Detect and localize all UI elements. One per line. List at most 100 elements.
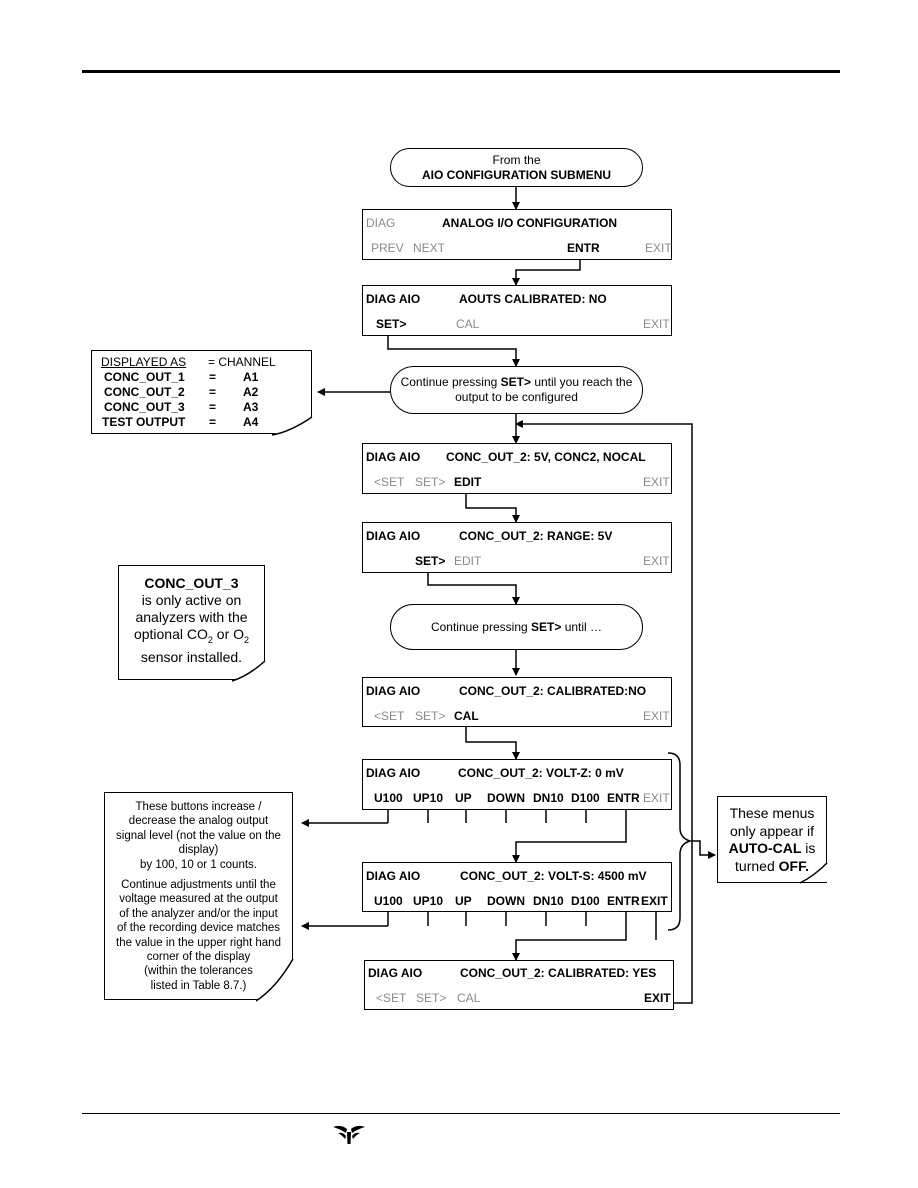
exit-button[interactable]: EXIT	[645, 241, 672, 255]
screen-title: CONC_OUT_2: CALIBRATED:NO	[459, 684, 647, 698]
note-title: CONC_OUT_3	[144, 575, 239, 591]
entr-button[interactable]: ENTR	[607, 894, 640, 908]
row-name: CONC_OUT_3	[104, 400, 185, 414]
up10-button[interactable]: UP10	[413, 894, 444, 908]
screen-title: CONC_OUT_2: CALIBRATED: YES	[460, 966, 657, 980]
screen-title: ANALOG I/O CONFIGURATION	[442, 216, 618, 230]
entr-button[interactable]: ENTR	[567, 241, 600, 255]
exit-button[interactable]: EXIT	[643, 475, 670, 489]
conc-out-3-note: CONC_OUT_3 is only active on analyzers w…	[118, 565, 265, 680]
note-line: (within the tolerances	[144, 965, 253, 978]
note-line: decrease the analog output	[128, 815, 269, 828]
set-next-button[interactable]: SET>	[376, 317, 407, 331]
buttons-explanation-note: These buttons increase / decrease the an…	[104, 792, 293, 1000]
pill-key: SET>	[500, 375, 531, 389]
exit-button[interactable]: EXIT	[643, 317, 670, 331]
col-displayed-as: DISPLAYED AS	[101, 355, 187, 369]
edit-button[interactable]: EDIT	[454, 475, 482, 489]
continue-pill-output: Continue pressing SET> until you reach t…	[390, 366, 643, 414]
set-prev-button[interactable]: <SET	[374, 475, 405, 489]
screen-mode: DIAG AIO	[366, 529, 421, 543]
screen-aouts-calibrated: DIAG AIO AOUTS CALIBRATED: NO SET> CAL E…	[362, 285, 672, 336]
row-name: TEST OUTPUT	[102, 415, 186, 429]
screen-mode: DIAG AIO	[366, 766, 421, 780]
pill-text: Continue pressing	[430, 620, 531, 634]
exit-button[interactable]: EXIT	[641, 894, 668, 908]
set-next-button[interactable]: SET>	[415, 554, 446, 568]
note-line: analyzers with the	[135, 609, 248, 625]
cal-button[interactable]: CAL	[454, 709, 479, 723]
next-button[interactable]: NEXT	[413, 241, 446, 255]
cal-button[interactable]: CAL	[456, 317, 480, 331]
col-channel-eq: = CHANNEL	[208, 355, 276, 369]
set-next-button[interactable]: SET>	[416, 991, 447, 1005]
footer-rule	[82, 1113, 840, 1114]
channel-table-note: DISPLAYED AS = CHANNEL CONC_OUT_1 = A1 C…	[91, 350, 312, 434]
row-channel: A1	[243, 370, 259, 384]
screen-mode: DIAG AIO	[366, 292, 421, 306]
screen-mode: DIAG	[366, 216, 396, 230]
up-button[interactable]: UP	[455, 894, 472, 908]
note-line: is only active on	[141, 592, 242, 608]
edit-button[interactable]: EDIT	[454, 554, 482, 568]
note-line: listed in Table 8.7.)	[150, 979, 247, 992]
row-channel: A4	[243, 415, 259, 429]
prev-button[interactable]: PREV	[371, 241, 404, 255]
subscript: 2	[244, 634, 250, 645]
dn10-button[interactable]: DN10	[533, 894, 564, 908]
set-next-button[interactable]: SET>	[415, 475, 446, 489]
u100-button[interactable]: U100	[374, 791, 403, 805]
note-line: These buttons increase /	[135, 801, 262, 813]
screen-conc-out-config: DIAG AIO CONC_OUT_2: 5V, CONC2, NOCAL <S…	[362, 443, 672, 494]
up-button[interactable]: UP	[455, 791, 472, 805]
exit-button[interactable]: EXIT	[644, 991, 671, 1005]
note-key: OFF.	[778, 857, 809, 874]
screen-volt-s: DIAG AIO CONC_OUT_2: VOLT-S: 4500 mV U10…	[362, 862, 672, 912]
start-line2: AIO CONFIGURATION SUBMENU	[421, 168, 612, 182]
row-name: CONC_OUT_2	[104, 385, 185, 399]
page-fold-icon	[232, 660, 266, 682]
screen-mode: DIAG AIO	[366, 684, 421, 698]
screen-calibrated-yes: DIAG AIO CONC_OUT_2: CALIBRATED: YES <SE…	[364, 960, 674, 1010]
exit-button[interactable]: EXIT	[643, 709, 670, 723]
page-fold-icon	[800, 862, 828, 884]
row-eq: =	[209, 415, 217, 429]
note-line: or O	[212, 626, 245, 642]
note-line: turned	[735, 857, 779, 874]
d100-button[interactable]: D100	[571, 894, 600, 908]
set-prev-button[interactable]: <SET	[374, 709, 405, 723]
exit-button[interactable]: EXIT	[643, 791, 670, 805]
note-line: signal level (not the value on the	[116, 829, 281, 842]
screen-volt-z: DIAG AIO CONC_OUT_2: VOLT-Z: 0 mV U100 U…	[362, 759, 672, 810]
exit-button[interactable]: EXIT	[643, 554, 670, 568]
start-pill: From the AIO CONFIGURATION SUBMENU	[390, 148, 643, 187]
screen-title: CONC_OUT_2: RANGE: 5V	[459, 529, 613, 543]
screen-calibrated-no: DIAG AIO CONC_OUT_2: CALIBRATED:NO <SET …	[362, 677, 672, 727]
note-line: of the recording device matches	[116, 922, 280, 935]
row-name: CONC_OUT_1	[104, 370, 185, 384]
screen-title: AOUTS CALIBRATED: NO	[459, 292, 607, 306]
screen-mode: DIAG AIO	[366, 450, 421, 464]
screen-title: CONC_OUT_2: VOLT-S: 4500 mV	[460, 869, 647, 883]
entr-button[interactable]: ENTR	[607, 791, 640, 805]
row-channel: A3	[243, 400, 259, 414]
pill-text-2: until …	[561, 620, 603, 634]
page-fold-icon	[256, 958, 294, 1002]
cal-button[interactable]: CAL	[457, 991, 481, 1005]
down-button[interactable]: DOWN	[487, 791, 525, 805]
note-line: sensor installed.	[140, 648, 243, 665]
note-line: of the analyzer and/or the input	[119, 907, 278, 920]
set-prev-button[interactable]: <SET	[376, 991, 407, 1005]
set-next-button[interactable]: SET>	[415, 709, 446, 723]
screen-analog-io-config: DIAG ANALOG I/O CONFIGURATION PREV NEXT …	[362, 209, 672, 260]
note-line: These menus	[729, 805, 815, 821]
u100-button[interactable]: U100	[374, 894, 403, 908]
up10-button[interactable]: UP10	[413, 791, 444, 805]
header-rule	[82, 70, 840, 73]
screen-title: CONC_OUT_2: 5V, CONC2, NOCAL	[446, 450, 646, 464]
d100-button[interactable]: D100	[571, 791, 600, 805]
dn10-button[interactable]: DN10	[533, 791, 564, 805]
note-line: optional CO	[133, 626, 208, 642]
down-button[interactable]: DOWN	[487, 894, 525, 908]
note-line: by 100, 10 or 1 counts.	[140, 858, 257, 871]
